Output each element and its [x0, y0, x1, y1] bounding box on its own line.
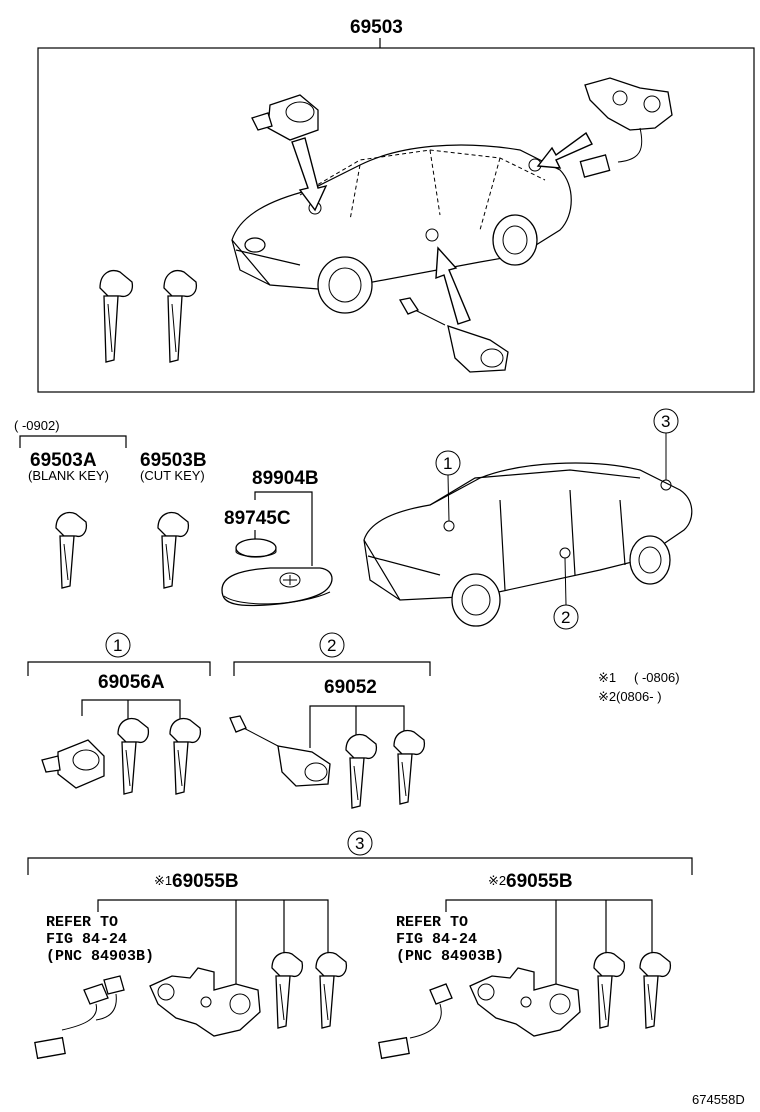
callout-2-label: 2	[561, 608, 570, 627]
trunk-lock-assembly-icon	[579, 77, 673, 178]
set-2-circle	[319, 632, 345, 658]
set-2-number: 2	[327, 636, 336, 655]
door-lock-cylinder-icon	[398, 297, 509, 373]
set-3-circle	[347, 830, 373, 856]
bracket-blank-key	[19, 435, 127, 448]
note-1-range: ( -0806)	[634, 670, 680, 685]
leader-89904B	[254, 491, 313, 566]
bracket-set-3	[27, 857, 693, 875]
key-set2-b-icon	[393, 729, 426, 805]
ignition-lock-assembly-right-icon	[469, 967, 581, 1037]
refer-right-line2: FIG 84-24	[396, 931, 477, 948]
part-number-89745C: 89745C	[224, 508, 291, 529]
harness-connector-right-icon	[378, 983, 453, 1060]
callout-2-leader	[564, 557, 567, 606]
callout-1-leader	[447, 474, 450, 522]
key-icon-top-1	[99, 269, 134, 363]
refer-left-line1: REFER TO	[46, 914, 118, 931]
note-2-range: (0806- )	[616, 689, 662, 704]
callout-3-label: 3	[661, 412, 670, 431]
diagram-code: 674558D	[692, 1092, 745, 1107]
assembly-frame	[37, 47, 755, 393]
bracket-set-1	[27, 661, 211, 676]
part-number-69055B-right: 69055B	[506, 871, 573, 892]
part-number-69055B-left: 69055B	[172, 871, 239, 892]
leader-69055B-right	[445, 899, 653, 990]
note-1-mark: ※1	[598, 670, 616, 685]
key-set1-a-icon	[117, 717, 150, 795]
refer-left-line3: (PNC 84903B)	[46, 948, 154, 965]
bracket-set-2	[233, 661, 431, 676]
blank-key-icon	[55, 511, 88, 589]
note-2-mark: ※2	[598, 689, 616, 704]
arrow-to-door	[435, 246, 471, 325]
key-set1-b-icon	[169, 717, 202, 795]
cut-key-label: (CUT KEY)	[140, 468, 205, 483]
set-1-circle	[105, 632, 131, 658]
part-number-69052: 69052	[324, 677, 377, 698]
ignition-cylinder-set1-icon	[41, 739, 105, 789]
part-number-69503B: 69503B	[140, 450, 207, 471]
harness-connector-left-icon	[34, 975, 125, 1060]
set-3a-note-mark: ※1	[154, 873, 172, 888]
car-illustration-callouts	[363, 462, 693, 627]
ignition-cylinder-icon	[251, 94, 319, 141]
refer-left-line2: FIG 84-24	[46, 931, 127, 948]
key-set3-left-b-icon	[315, 951, 348, 1029]
part-number-89904B: 89904B	[252, 468, 319, 489]
part-number-69503A: 69503A	[30, 450, 97, 471]
ignition-lock-assembly-left-icon	[149, 967, 261, 1037]
set-3-number: 3	[355, 834, 364, 853]
refer-right-line1: REFER TO	[396, 914, 468, 931]
key-set3-left-a-icon	[271, 951, 304, 1029]
blank-key-date-range: ( -0902)	[14, 418, 60, 433]
key-fob-transmitter-icon	[221, 567, 333, 607]
key-icon-top-2	[163, 269, 198, 363]
part-number-69503: 69503	[350, 17, 403, 38]
refer-right-line3: (PNC 84903B)	[396, 948, 504, 965]
leader-69055B-left	[97, 899, 329, 990]
leader-69052	[309, 705, 405, 748]
car-illustration-top	[231, 144, 572, 314]
key-set2-a-icon	[345, 733, 378, 809]
part-number-69056A: 69056A	[98, 672, 165, 693]
key-set3-right-a-icon	[593, 951, 626, 1029]
door-lock-set2-icon	[229, 715, 331, 787]
arrow-to-trunk	[536, 131, 593, 169]
blank-key-label: (BLANK KEY)	[28, 468, 109, 483]
set-3b-note-mark: ※2	[488, 873, 506, 888]
key-set3-right-b-icon	[639, 951, 672, 1029]
cut-key-icon	[157, 511, 190, 589]
set-1-number: 1	[113, 636, 122, 655]
battery-coin-icon	[235, 538, 277, 558]
arrow-to-hood	[291, 137, 328, 212]
callout-1-label: 1	[443, 454, 452, 473]
